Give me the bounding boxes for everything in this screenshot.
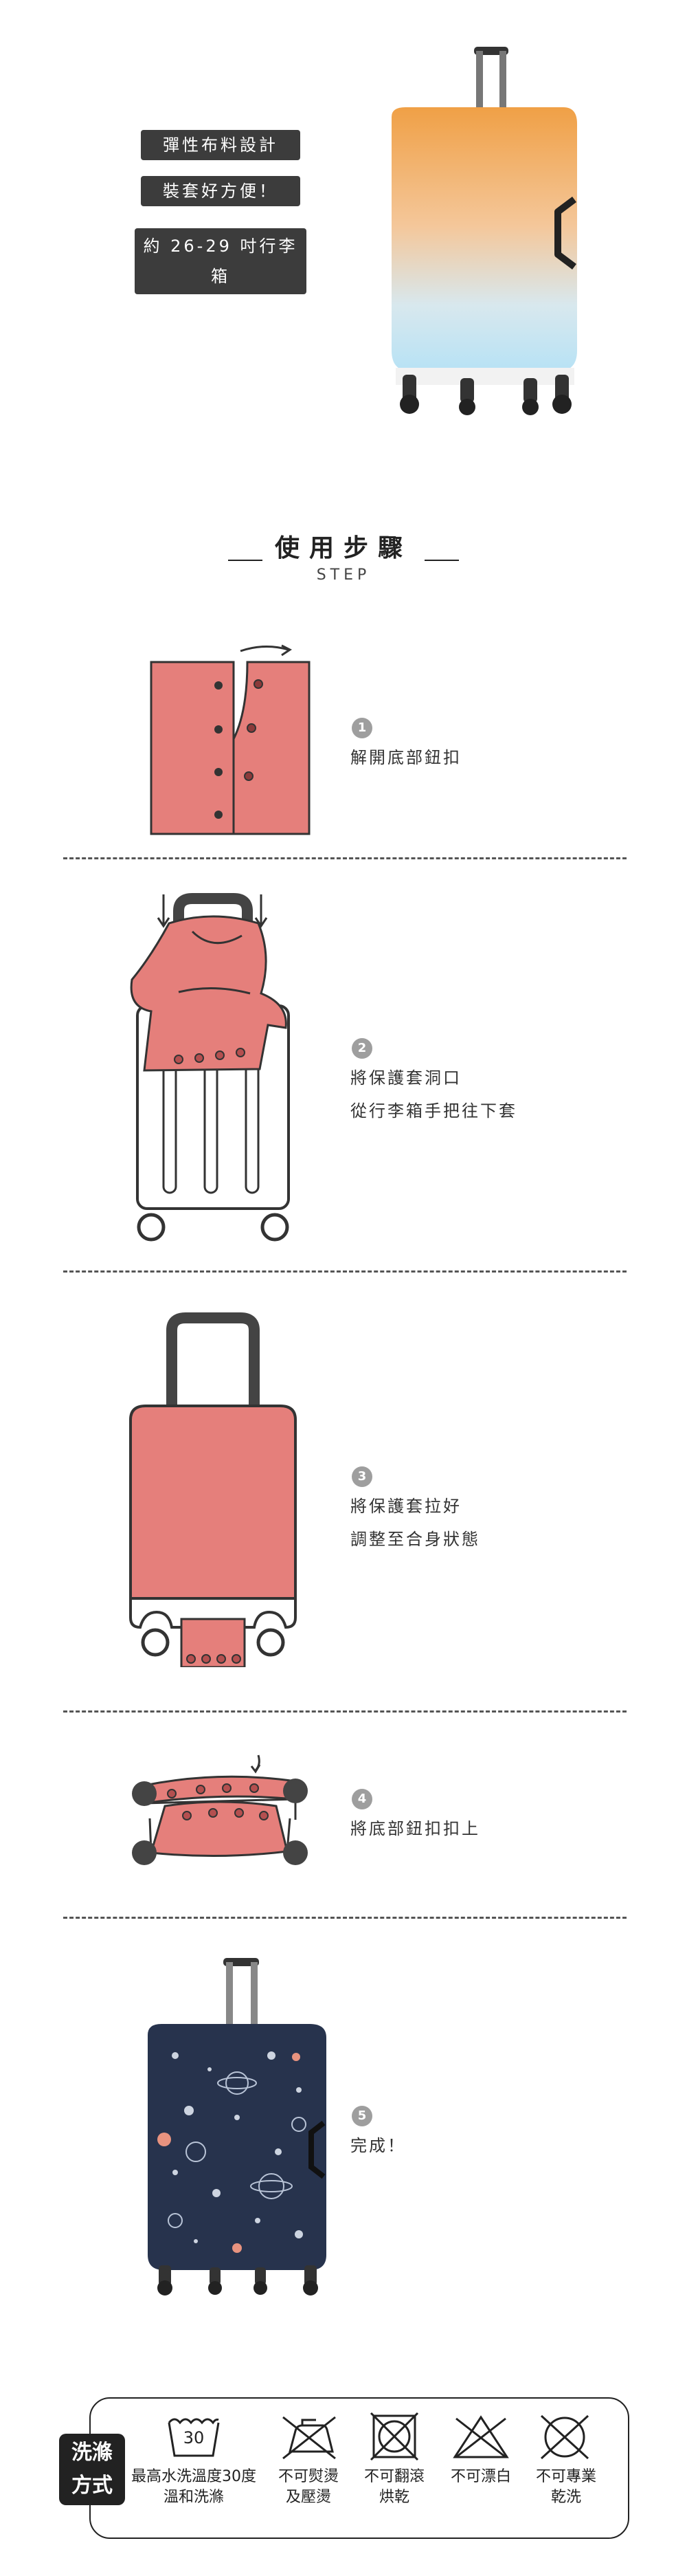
no-tumble-dry-icon: [370, 2412, 419, 2461]
step4-number-badge: 4: [352, 1789, 372, 1809]
care-label: 洗滌 方式: [59, 2434, 125, 2505]
step2-line1: 將保護套洞口: [350, 1068, 462, 1088]
no-iron-icon: [282, 2416, 336, 2460]
step1-line1: 解開底部鈕扣: [350, 748, 462, 767]
steps-title: 使用步驟: [274, 534, 412, 562]
feature-tag-size-line1: 約 26-29 吋行李箱: [143, 236, 298, 286]
step1-unbutton-illustration: [150, 644, 311, 835]
step5-finished-space-cover-image: [148, 1958, 326, 2296]
care-item-no-iron-line1: 不可熨燙: [278, 2468, 339, 2485]
no-dry-clean-icon: [540, 2414, 589, 2460]
care-item-no-tumble: 不可翻滾 烘乾: [352, 2467, 437, 2508]
feature-tag-elastic: 彈性布料設計: [141, 130, 300, 160]
step4-button-up-illustration: [132, 1754, 308, 1865]
step1-text: 解開底部鈕扣: [350, 741, 462, 774]
care-item-no-dry-clean-line2: 乾洗: [550, 2489, 581, 2506]
step-divider-2: [63, 1270, 627, 1273]
step3-number-badge: 3: [352, 1466, 372, 1487]
care-label-line1: 洗滌: [71, 2441, 113, 2465]
care-item-no-iron-line2: 及壓燙: [285, 2489, 331, 2506]
step3-text: 將保護套拉好 調整至合身狀態: [350, 1490, 480, 1556]
step1-number-badge: 1: [352, 718, 372, 738]
feature-tag-easy: 裝套好方便！: [141, 176, 300, 206]
step3-adjust-illustration: [129, 1312, 297, 1667]
care-item-no-tumble-line1: 不可翻滾: [363, 2468, 425, 2485]
step5-number-badge: 5: [352, 2106, 372, 2126]
care-item-wash-line2: 溫和洗滌: [163, 2489, 224, 2506]
no-bleach-icon: [453, 2415, 509, 2458]
step4-line1: 將底部鈕扣扣上: [350, 1819, 480, 1838]
step-divider-1: [63, 857, 627, 859]
step3-line1: 將保護套拉好: [350, 1497, 462, 1516]
step2-number-badge: 2: [352, 1038, 372, 1059]
step-divider-3: [63, 1710, 627, 1713]
feature-tag-size: 約 26-29 吋行李箱 4.8 輪都可適用: [135, 228, 306, 316]
step-divider-4: [63, 1917, 627, 1919]
care-item-no-bleach-line1: 不可漂白: [450, 2468, 511, 2485]
wash-30-icon: [168, 2418, 220, 2457]
step5-line1: 完成！: [350, 2136, 406, 2155]
heading-left-rule: [227, 559, 262, 561]
step2-text: 將保護套洞口 從行李箱手把往下套: [350, 1061, 517, 1127]
feature-tag-easy-text: 裝套好方便！: [163, 181, 278, 201]
care-item-wash-line1: 最高水洗溫度30度: [131, 2468, 256, 2485]
feature-tag-size-line2: 4.8 輪都可適用: [151, 297, 290, 316]
step4-text: 將底部鈕扣扣上: [350, 1812, 480, 1845]
steps-subtitle: STEP: [316, 566, 371, 584]
heading-right-rule: [425, 559, 459, 561]
care-item-no-iron: 不可熨燙 及壓燙: [267, 2467, 350, 2508]
care-item-no-tumble-line2: 烘乾: [379, 2489, 409, 2506]
steps-heading: 使用步驟 STEP: [0, 528, 687, 584]
step5-text: 完成！: [350, 2129, 406, 2162]
step3-line2: 調整至合身狀態: [350, 1530, 480, 1549]
step2-put-on-illustration: [130, 893, 290, 1242]
care-item-wash: 最高水洗溫度30度 溫和洗滌: [128, 2467, 260, 2508]
care-item-no-bleach: 不可漂白: [440, 2467, 522, 2487]
feature-tag-elastic-text: 彈性布料設計: [163, 135, 278, 155]
gradient-suitcase-cover-image: [392, 47, 577, 415]
care-label-line2: 方式: [71, 2474, 113, 2498]
care-item-no-dry-clean: 不可專業 乾洗: [526, 2467, 606, 2508]
care-item-no-dry-clean-line1: 不可專業: [535, 2468, 596, 2485]
wash-temperature: 30: [183, 2428, 205, 2447]
step2-line2: 從行李箱手把往下套: [350, 1101, 517, 1121]
